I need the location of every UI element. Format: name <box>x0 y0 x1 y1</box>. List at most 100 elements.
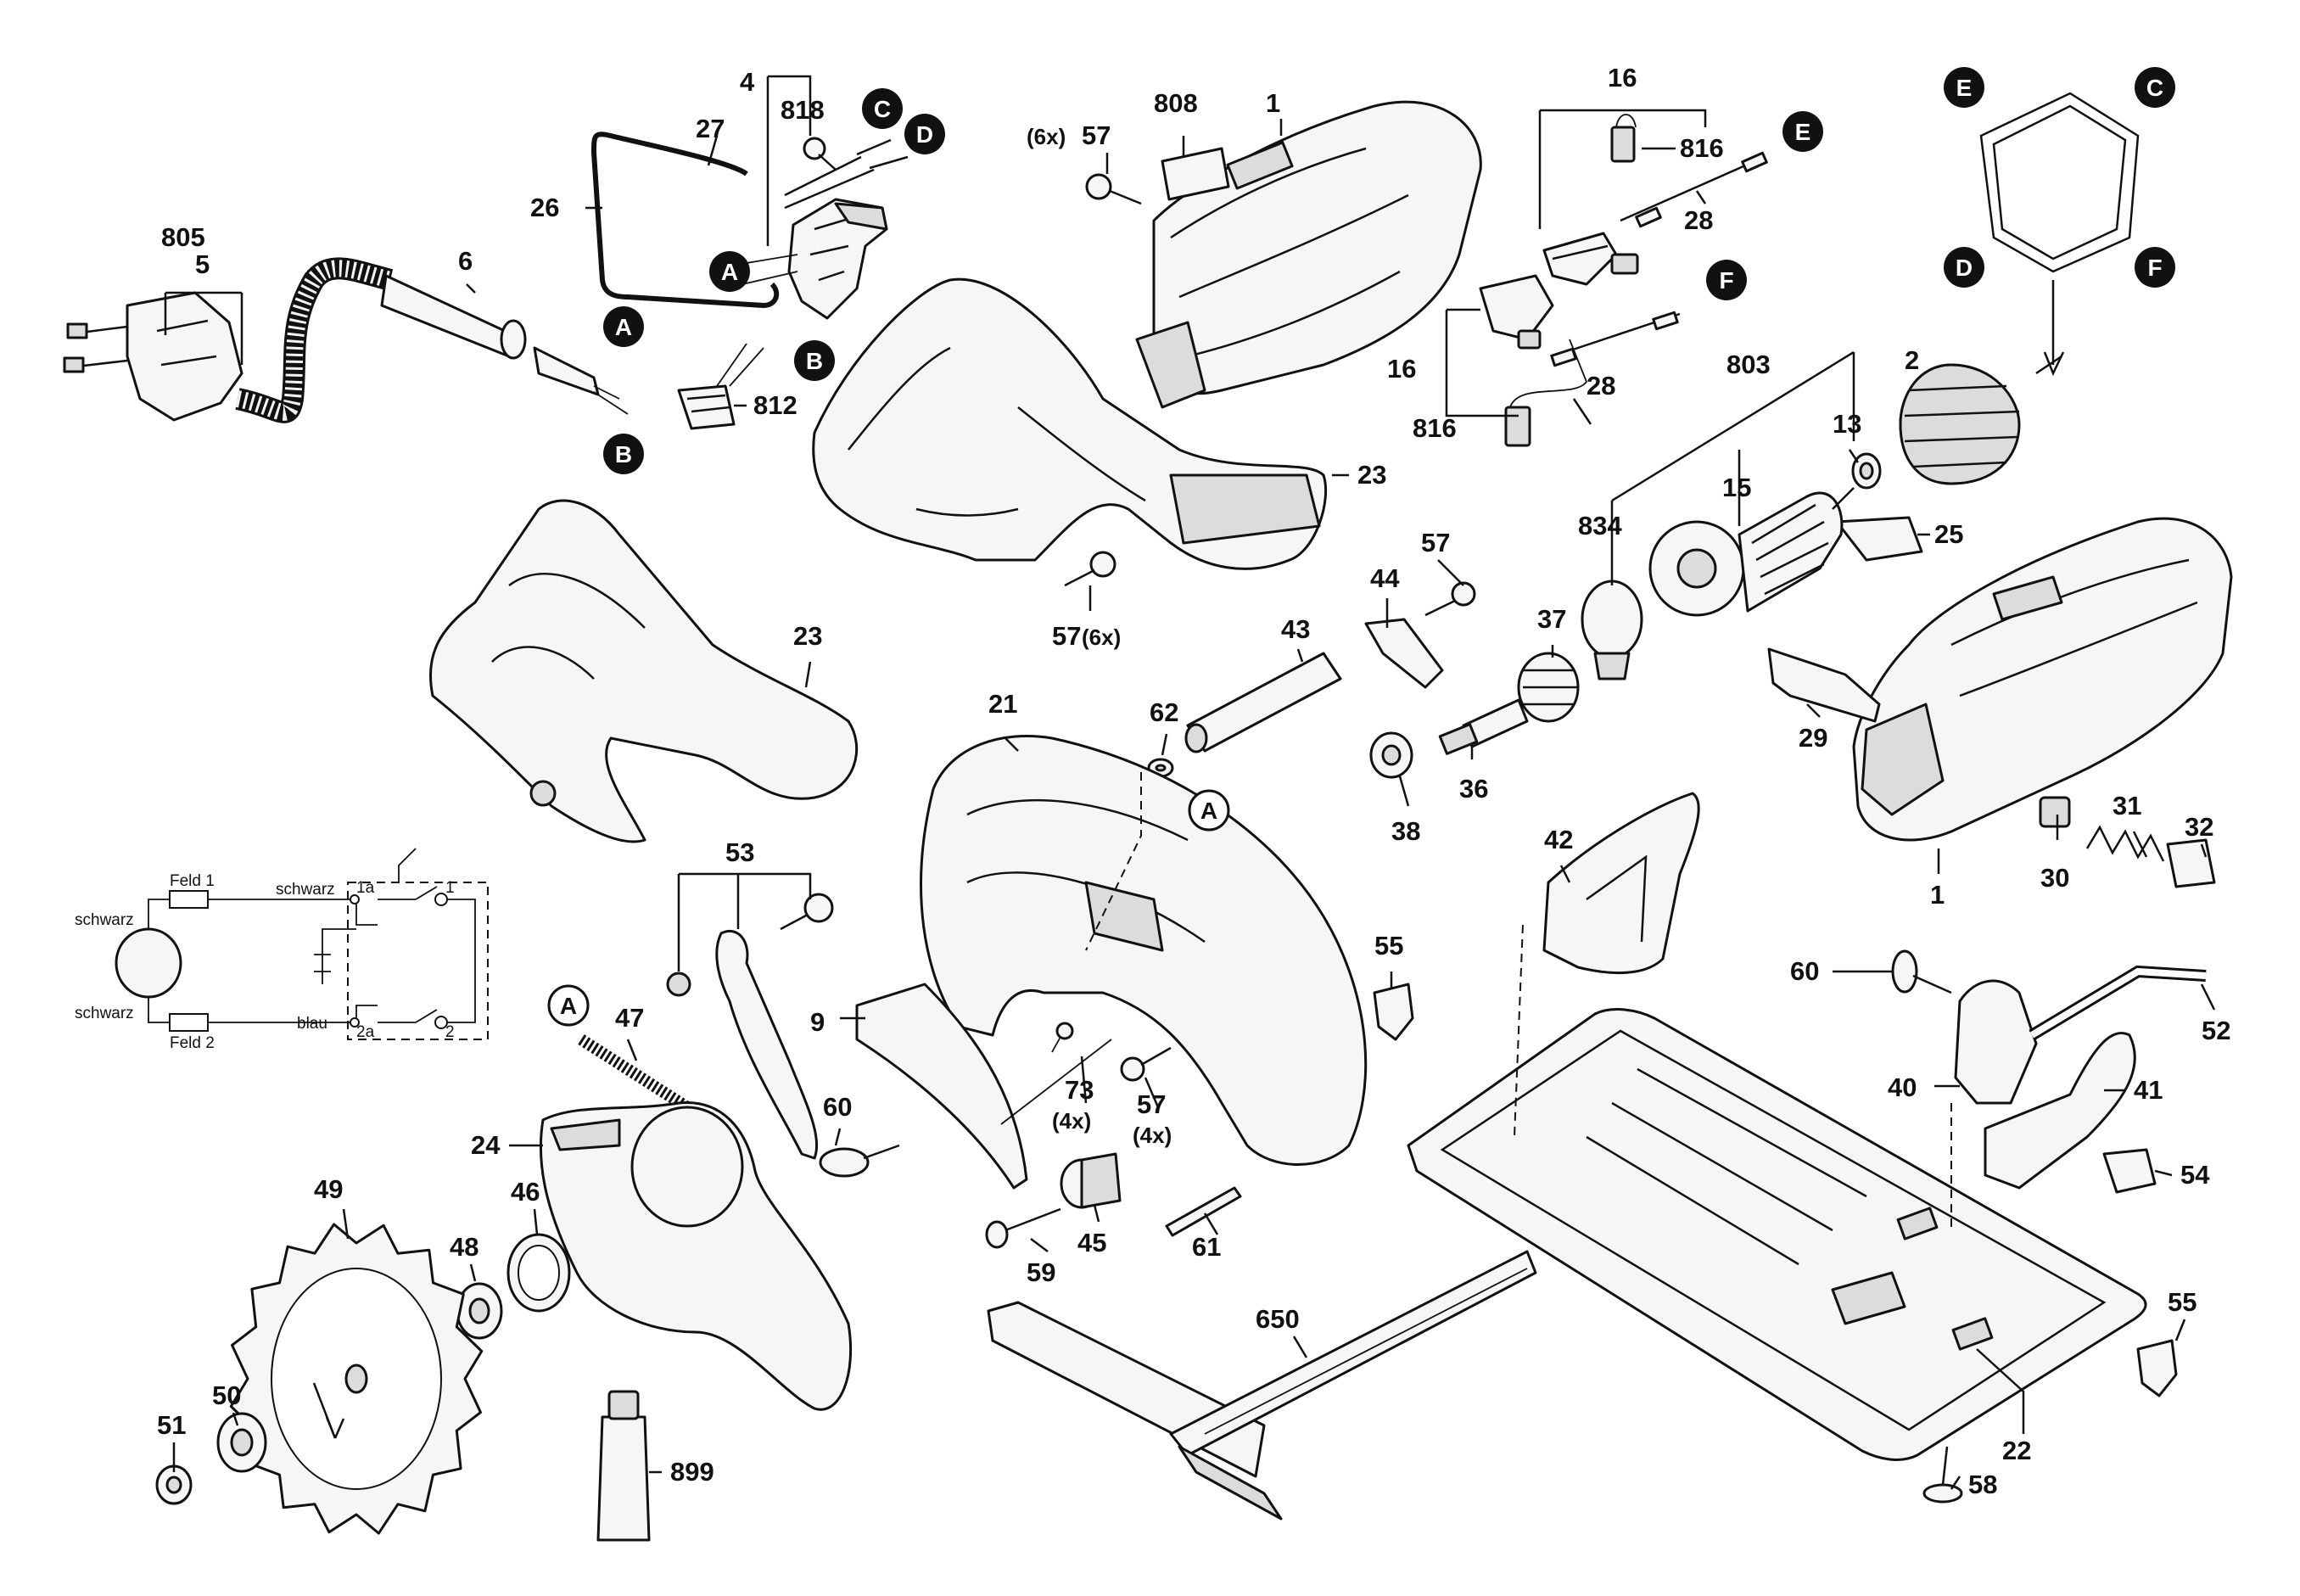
knob-60-right <box>1891 949 1952 994</box>
strain-relief-812 <box>677 343 764 430</box>
callout-49: 49 <box>314 1174 343 1204</box>
wire-28-bottom <box>1550 311 1681 367</box>
callout-13: 13 <box>1833 409 1861 439</box>
svg-text:A: A <box>560 993 577 1019</box>
depth-lever-40 <box>1954 979 2038 1105</box>
svg-text:B: B <box>615 441 632 468</box>
brush-holder-bottom <box>1479 274 1554 350</box>
callout-38: 38 <box>1391 816 1420 846</box>
callout-28-b: 28 <box>1586 371 1615 400</box>
callout-6x-b: (6x) <box>1082 624 1121 650</box>
gear-37 <box>1517 652 1580 723</box>
connector-b2: B <box>794 340 835 381</box>
connector-badges: A B A B C D E F E C D F A A <box>547 67 2175 1027</box>
callout-43: 43 <box>1281 614 1310 644</box>
connector-f1: F <box>1706 260 1747 300</box>
callout-26: 26 <box>530 193 559 222</box>
callout-1-b: 1 <box>1930 880 1945 910</box>
screw-818 <box>803 137 837 171</box>
label-808 <box>1161 147 1230 201</box>
blau-label: blau <box>297 1015 327 1033</box>
motor-housing <box>1852 517 2233 842</box>
callout-27: 27 <box>696 114 725 143</box>
callout-55-b: 55 <box>2168 1287 2196 1317</box>
wiring-text: Feld 1 Feld 2 schwarz schwarz schwarz bl… <box>75 872 455 1052</box>
callout-4x-b: (4x) <box>1133 1123 1172 1148</box>
callout-21: 21 <box>988 689 1017 719</box>
callout-31: 31 <box>2113 791 2141 820</box>
callout-24: 24 <box>471 1130 501 1160</box>
connector-c1: C <box>862 88 903 129</box>
wires-cd <box>784 138 909 210</box>
guide-42 <box>1542 792 1700 974</box>
power-cord <box>235 257 394 423</box>
callout-36: 36 <box>1459 774 1488 804</box>
callout-2: 2 <box>1905 345 1919 375</box>
brush-holder-top <box>1542 232 1639 286</box>
connector-b1: B <box>603 434 644 474</box>
callout-60-b: 60 <box>1790 956 1819 986</box>
stator-bracket-25 <box>1835 516 1923 562</box>
callout-61: 61 <box>1192 1232 1221 1262</box>
blade-guard-21 <box>920 735 1368 1166</box>
callout-59: 59 <box>1027 1257 1055 1287</box>
svg-text:C: C <box>2146 75 2163 101</box>
leader-lines <box>164 75 2216 1490</box>
spring-47 <box>578 1034 691 1112</box>
callout-899: 899 <box>670 1457 714 1487</box>
callout-40: 40 <box>1888 1072 1917 1102</box>
connector-f2: F <box>2135 247 2175 288</box>
callout-41: 41 <box>2134 1075 2163 1105</box>
cord-sleeve <box>380 274 629 415</box>
schwarz-top-label: schwarz <box>75 911 134 929</box>
callout-4x-a: (4x) <box>1052 1108 1091 1134</box>
terminal-1a: 1a <box>356 879 375 897</box>
callout-52: 52 <box>2202 1016 2230 1045</box>
svg-text:E: E <box>1795 119 1811 145</box>
screw-73 <box>1051 1022 1074 1053</box>
callout-57-b: 57 <box>1052 621 1081 651</box>
callout-4: 4 <box>740 67 755 97</box>
bracket-41 <box>1984 1032 2136 1190</box>
spring-31 <box>2085 825 2165 862</box>
callout-62: 62 <box>1150 697 1178 727</box>
callout-816-b: 816 <box>1413 413 1457 443</box>
lower-guard-24 <box>539 1101 853 1411</box>
callout-47: 47 <box>615 1003 644 1033</box>
callout-57-d: 57 <box>1137 1089 1166 1119</box>
callout-50: 50 <box>212 1380 241 1410</box>
terminal-2a: 2a <box>356 1023 375 1041</box>
pin-61 <box>1165 1186 1242 1237</box>
cap-32 <box>2166 838 2216 888</box>
feld1-label: Feld 1 <box>170 872 215 890</box>
clamp-55-right <box>2136 1339 2178 1397</box>
housing-half-left <box>812 277 1328 570</box>
callout-808: 808 <box>1154 88 1198 118</box>
cable-loop <box>590 132 780 309</box>
wire-28-top <box>1620 151 1768 228</box>
callout-51: 51 <box>157 1410 186 1440</box>
callout-labels: 4 818 27 26 805 5 6 812 (6x) 57 808 1 23… <box>157 63 2230 1499</box>
callout-23-b: 23 <box>793 621 822 651</box>
assembly-lines <box>1000 772 1952 1230</box>
callout-834: 834 <box>1578 511 1622 540</box>
feld2-label: Feld 2 <box>170 1034 215 1052</box>
connector-c2: C <box>2135 67 2175 108</box>
nut-30 <box>2039 796 2071 828</box>
clamp-55-left <box>1373 983 1414 1041</box>
svg-text:E: E <box>1956 75 1973 101</box>
callout-60-a: 60 <box>823 1092 852 1122</box>
connector-a3: A <box>1188 789 1230 832</box>
callout-5: 5 <box>195 249 210 279</box>
schwarz-bottom-label: schwarz <box>75 1005 134 1022</box>
connector-a1: A <box>603 306 644 347</box>
hex-key-52 <box>2029 965 2207 1041</box>
callout-55-a: 55 <box>1374 931 1403 960</box>
callout-6x-a: (6x) <box>1027 124 1066 149</box>
callout-816-a: 816 <box>1680 133 1724 163</box>
armature-15 <box>1648 487 1855 617</box>
callout-22: 22 <box>2002 1436 2031 1465</box>
callout-30: 30 <box>2040 863 2069 893</box>
knob-54 <box>2102 1148 2157 1194</box>
callout-58: 58 <box>1968 1470 1997 1499</box>
